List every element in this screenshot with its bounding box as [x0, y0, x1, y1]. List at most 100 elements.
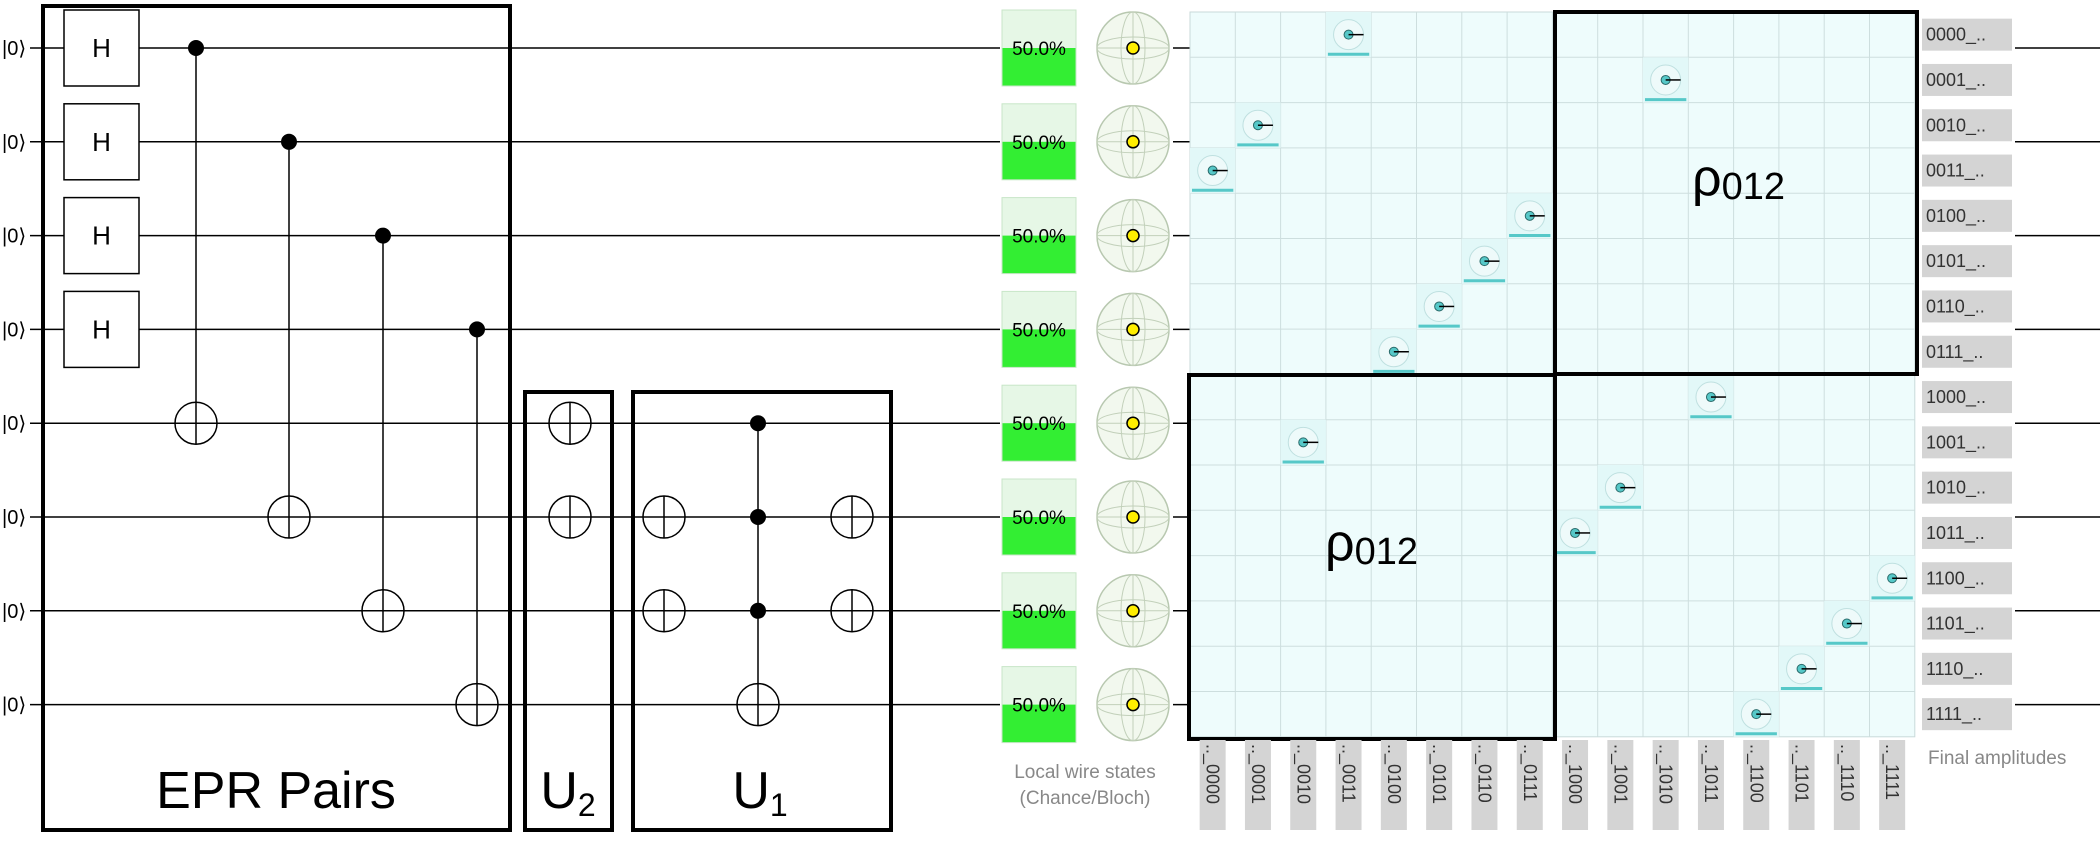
hadamard-gate-label: H — [92, 33, 111, 63]
chance-display-percent: 50.0% — [1012, 696, 1066, 717]
basis-label-right: 1011_.. — [1926, 523, 1985, 544]
basis-labels-right: 0000_..0001_..0010_..0011_..0100_..0101_… — [1922, 18, 2012, 731]
basis-label-bottom: .._0100 — [1383, 744, 1404, 804]
basis-label-right-background — [1922, 335, 2012, 368]
chance-display-percent: 50.0% — [1012, 320, 1066, 341]
basis-label-bottom-background — [1516, 740, 1543, 830]
chance-display-border — [1001, 478, 1077, 556]
final-amplitudes-caption: Final amplitudes — [1928, 748, 2066, 769]
epr-pairs-box — [41, 4, 512, 832]
chance-display-border — [1001, 384, 1077, 462]
chance-display-fill — [1002, 517, 1076, 555]
chance-display-fill — [1002, 141, 1076, 180]
rho-top-right-base: ρ — [1692, 149, 1722, 207]
basis-label-bottom-background — [1335, 740, 1362, 830]
basis-label-right-background — [1922, 109, 2012, 142]
qubit-ket-label: |0⟩ — [2, 507, 26, 529]
u2-box — [523, 390, 614, 832]
basis-label-bottom: .._0010 — [1292, 744, 1313, 804]
basis-label-right: 0010_.. — [1926, 115, 1986, 136]
basis-label-bottom: .._1100 — [1745, 744, 1766, 803]
rho-top-right-sub: 012 — [1722, 166, 1785, 208]
basis-label-bottom-background — [1380, 740, 1407, 830]
basis-label-right: 1001_.. — [1926, 432, 1986, 453]
basis-label-bottom: .._1101 — [1791, 744, 1812, 803]
basis-label-right: 1110_.. — [1926, 659, 1983, 680]
basis-label-bottom: .._1000 — [1564, 744, 1585, 804]
basis-label-bottom: .._0110 — [1473, 744, 1494, 803]
basis-label-right: 1010_.. — [1926, 478, 1986, 499]
hadamard-gate — [63, 290, 140, 369]
bloch-state-point — [1126, 697, 1140, 712]
basis-label-bottom-background — [1697, 740, 1724, 830]
qubit-initial-states: |0⟩|0⟩|0⟩|0⟩|0⟩|0⟩|0⟩|0⟩ — [0, 32, 30, 721]
basis-label-right: 1101_.. — [1926, 614, 1985, 635]
basis-label-bottom-background — [1290, 740, 1317, 830]
u2-gates — [548, 401, 592, 539]
basis-label-bottom-background — [1879, 740, 1906, 830]
basis-label-right-background — [1922, 516, 2012, 549]
ket-background — [0, 688, 30, 721]
ket-background — [0, 219, 30, 252]
rho-bottom-left-label: ρ012 — [1325, 514, 1418, 573]
basis-label-right-background — [1922, 245, 2012, 278]
epr-cnot-gates — [174, 40, 499, 727]
chance-display-fill — [1002, 235, 1076, 274]
chance-display-border — [1001, 290, 1077, 368]
chance-display-percent: 50.0% — [1012, 508, 1066, 529]
local-wire-caption-line2: (Chance/Bloch) — [1020, 788, 1151, 809]
basis-label-right-background — [1922, 607, 2012, 640]
basis-label-bottom-background — [1199, 740, 1226, 830]
qubit-ket-label: |0⟩ — [2, 601, 26, 623]
basis-label-bottom: .._0011 — [1338, 744, 1359, 803]
u2-label: U2 — [540, 762, 595, 823]
basis-label-bottom: .._1111 — [1881, 744, 1902, 800]
basis-label-bottom-background — [1833, 740, 1860, 830]
basis-label-bottom-background — [1788, 740, 1815, 830]
chance-display-percent: 50.0% — [1012, 414, 1066, 435]
control-dot — [469, 321, 485, 338]
basis-label-bottom-background — [1244, 740, 1271, 830]
chance-display-fill — [1002, 423, 1076, 462]
basis-label-bottom-background — [1562, 740, 1589, 830]
u2-base: U — [540, 762, 578, 820]
rho-top-right-label: ρ012 — [1692, 149, 1785, 208]
basis-label-right: 1111_.. — [1926, 704, 1982, 725]
basis-label-right: 0001_.. — [1926, 70, 1986, 91]
basis-label-bottom-background — [1607, 740, 1634, 830]
rho-bottom-left-base: ρ — [1325, 514, 1355, 572]
hadamard-gate — [63, 103, 140, 181]
rho-bottom-left-sub: 012 — [1355, 531, 1418, 573]
chance-display-percent: 50.0% — [1012, 227, 1066, 248]
basis-label-bottom-background — [1743, 740, 1770, 830]
basis-label-right-background — [1922, 290, 2012, 323]
basis-label-right-background — [1922, 698, 2012, 731]
basis-label-right-background — [1922, 199, 2012, 232]
basis-label-right-background — [1922, 426, 2012, 459]
u2-subscript: 2 — [578, 787, 596, 823]
u1-label: U1 — [732, 762, 787, 823]
basis-label-bottom-background — [1652, 740, 1679, 830]
basis-label-bottom: .._0101 — [1428, 744, 1449, 804]
rho-top-right-box — [1553, 10, 1919, 376]
local-wire-caption-line1: Local wire states — [1014, 762, 1156, 783]
hadamard-gate — [63, 9, 140, 87]
bloch-displays — [1096, 11, 1170, 742]
u1-subscript: 1 — [770, 787, 788, 823]
basis-label-right: 0110_.. — [1926, 296, 1985, 317]
basis-label-right-background — [1922, 18, 2012, 51]
basis-label-right: 0000_.. — [1926, 25, 1986, 46]
chance-display-border — [1001, 103, 1077, 181]
ket-background — [0, 32, 30, 64]
hadamard-gate-label: H — [92, 314, 111, 344]
chance-display-percent: 50.0% — [1012, 602, 1066, 623]
basis-label-bottom-background — [1426, 740, 1453, 830]
chance-display-percent: 50.0% — [1012, 133, 1066, 154]
qubit-ket-label: |0⟩ — [2, 226, 26, 248]
basis-label-right: 1100_.. — [1926, 568, 1985, 589]
bloch-state-point — [1126, 416, 1140, 430]
qubit-ket-label: |0⟩ — [2, 132, 26, 154]
basis-label-right: 0111_.. — [1926, 342, 1983, 363]
